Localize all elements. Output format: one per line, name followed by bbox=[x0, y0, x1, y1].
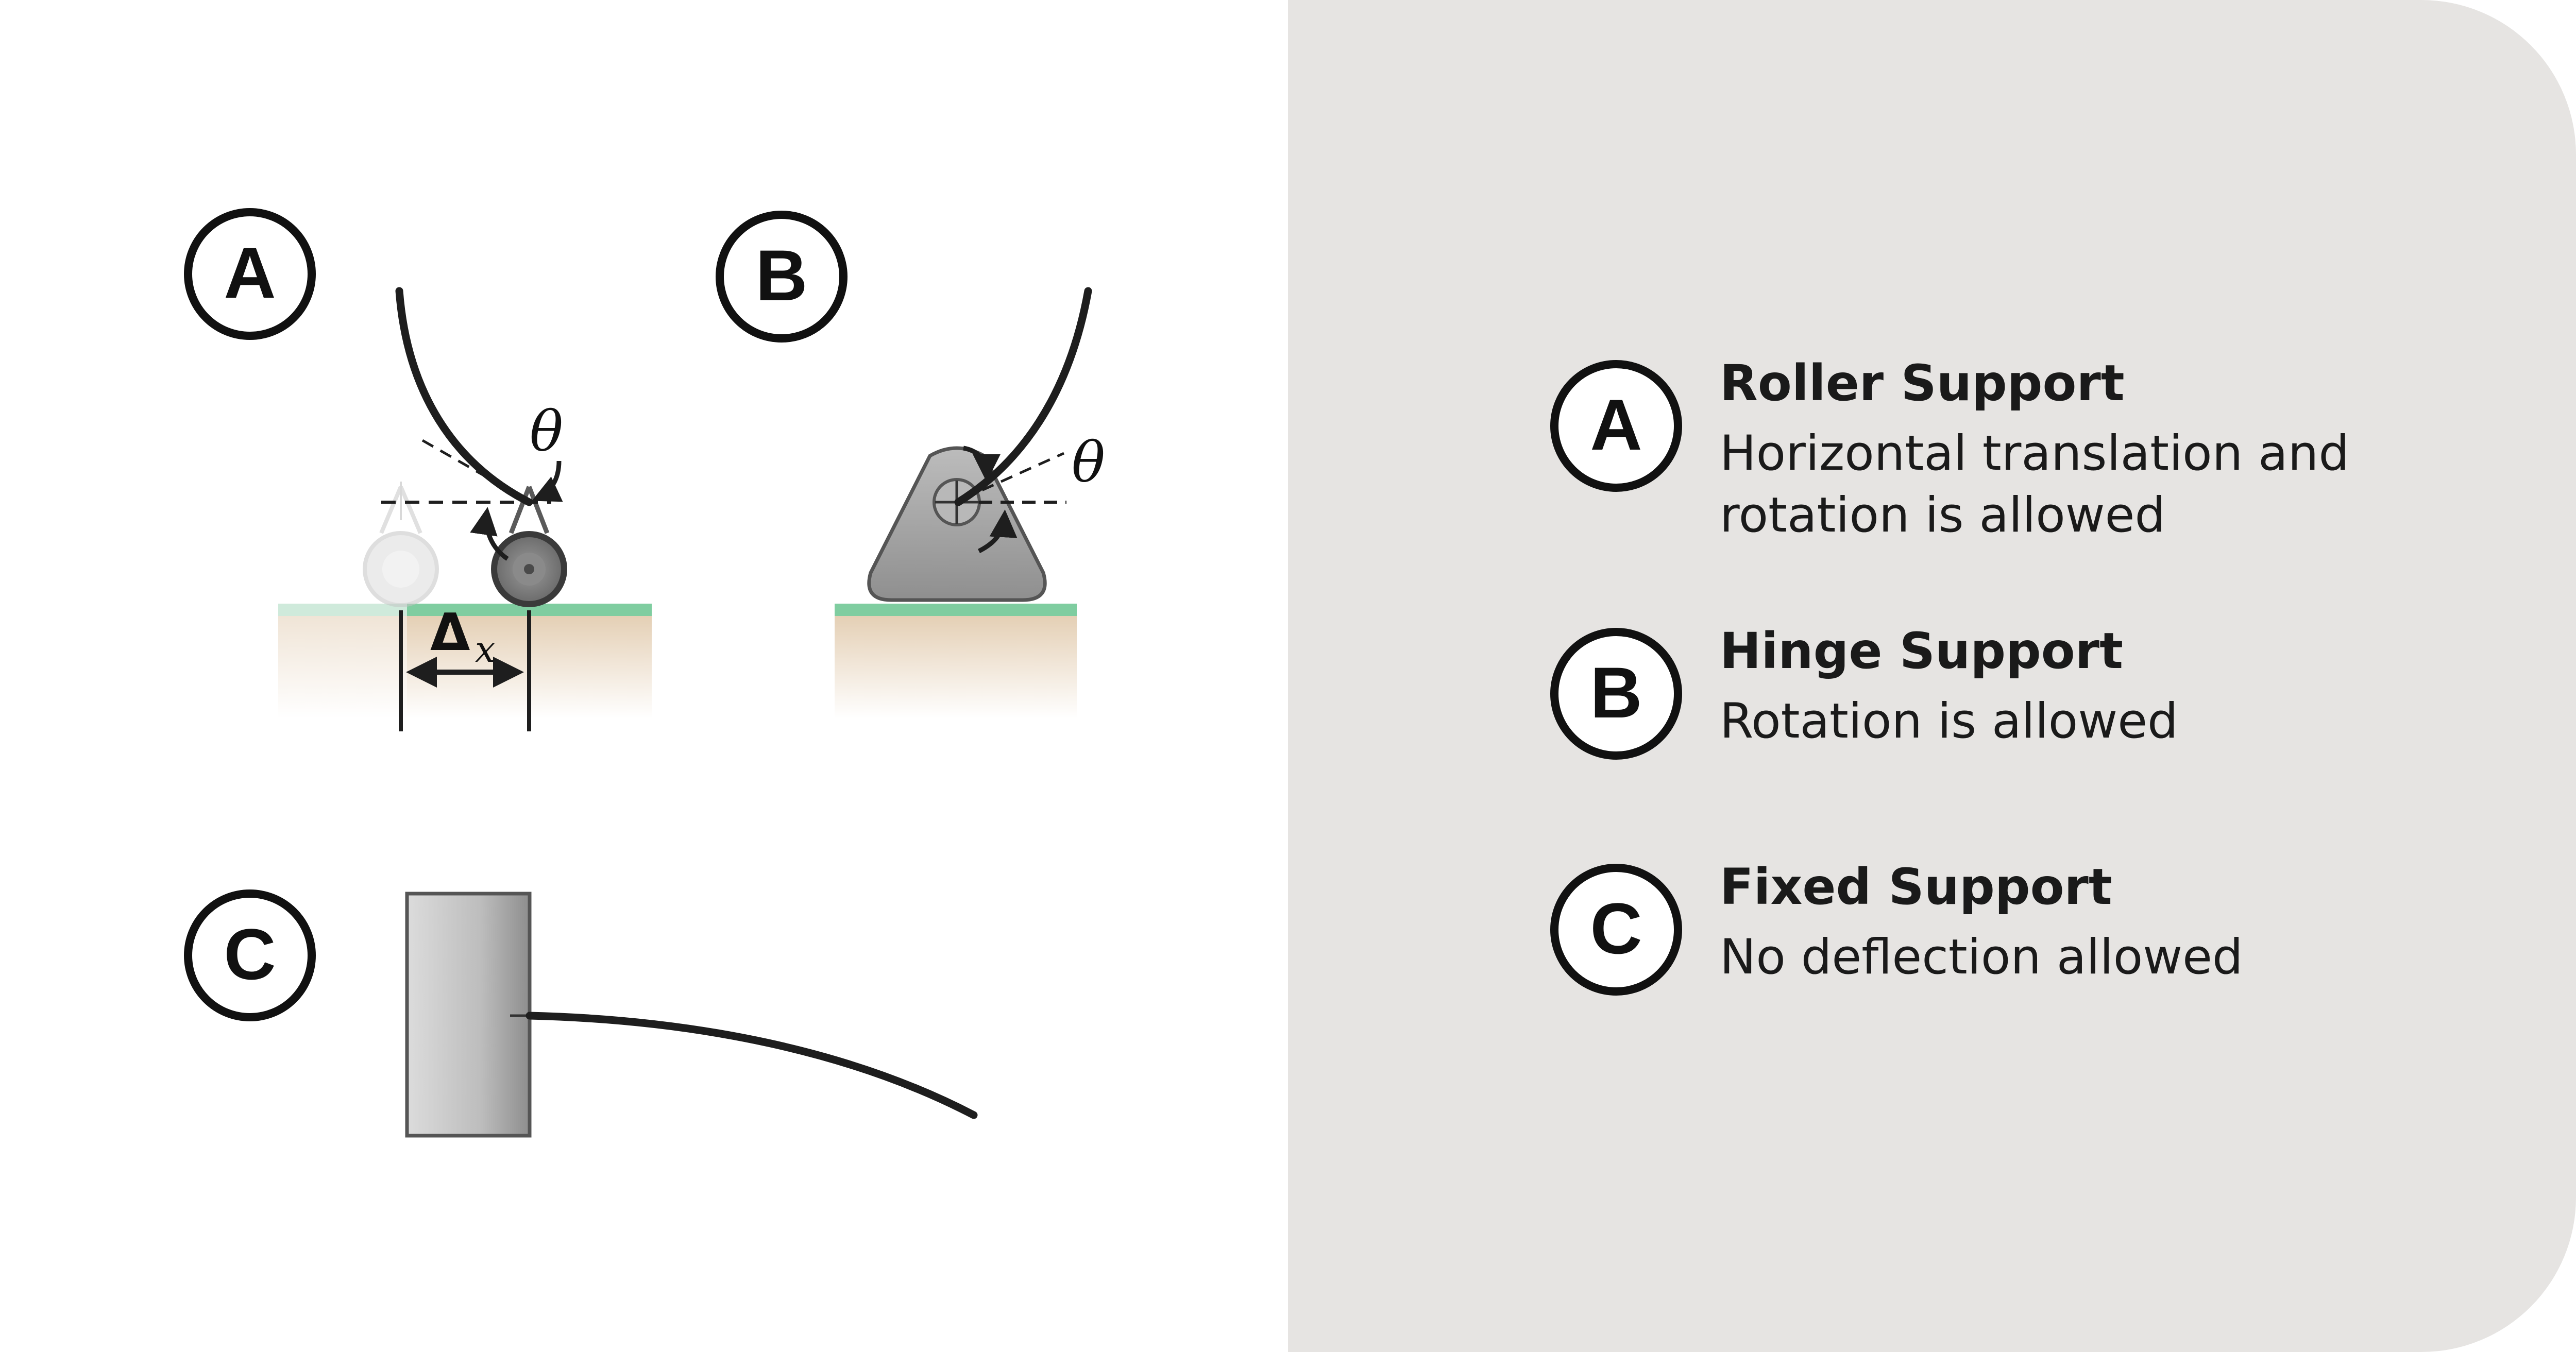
diagram-c-fixed: C bbox=[184, 889, 978, 1138]
legend-a-title: Roller Support bbox=[1720, 354, 2125, 412]
legend-panel bbox=[1288, 0, 2576, 1352]
tangent-line-a bbox=[421, 439, 532, 504]
rotation-arrow-a-upper bbox=[532, 460, 563, 502]
legend: A Roller Support Horizontal translation … bbox=[1550, 354, 2349, 996]
legend-a-desc-line2: rotation is allowed bbox=[1720, 487, 2165, 543]
ground-b-soil bbox=[835, 610, 1077, 718]
tangent-line-b bbox=[962, 452, 1065, 500]
diagram-a-roller: A θ bbox=[184, 208, 652, 731]
legend-b-circle bbox=[1550, 628, 1682, 760]
legend-c-marker: C bbox=[1590, 888, 1642, 969]
legend-b-title: Hinge Support bbox=[1720, 622, 2123, 680]
marker-a-circle bbox=[184, 208, 316, 340]
legend-a-desc-line1: Horizontal translation and bbox=[1720, 425, 2349, 482]
legend-item-roller: A Roller Support Horizontal translation … bbox=[1550, 354, 2349, 543]
marker-b-label: B bbox=[755, 235, 807, 316]
ground-b-surface bbox=[835, 604, 1077, 616]
legend-c-desc-line1: No deflection allowed bbox=[1720, 929, 2243, 985]
legend-a-circle bbox=[1550, 360, 1682, 492]
legend-b-desc-line1: Rotation is allowed bbox=[1720, 693, 2178, 749]
marker-c-circle bbox=[184, 889, 316, 1021]
ghost-roller bbox=[363, 482, 439, 607]
fixed-wall bbox=[405, 892, 532, 1138]
rotation-arrow-b-lower bbox=[977, 509, 1018, 554]
marker-b-circle bbox=[716, 211, 848, 343]
beam-a-curve bbox=[395, 287, 533, 506]
rotation-arrow-b-upper bbox=[963, 446, 1001, 482]
delta-subscript-label: x bbox=[475, 628, 495, 671]
legend-c-title: Fixed Support bbox=[1720, 858, 2112, 916]
diagram-b-hinge: B θ bbox=[716, 211, 1105, 718]
legend-item-hinge: B Hinge Support Rotation is allowed bbox=[1550, 622, 2178, 760]
rotation-arrow-a-lower bbox=[470, 507, 509, 561]
legend-item-fixed: C Fixed Support No deflection allowed bbox=[1550, 858, 2243, 996]
ground-a-surface-faint bbox=[278, 604, 407, 616]
delta-label: Δ bbox=[430, 602, 470, 662]
roller-wheel bbox=[491, 486, 567, 607]
legend-c-circle bbox=[1550, 864, 1682, 996]
beam-b-curve bbox=[954, 287, 1092, 506]
marker-a-label: A bbox=[224, 232, 276, 313]
beam-c-curve bbox=[526, 1012, 978, 1119]
ground-a-soil-faint bbox=[278, 610, 407, 718]
legend-a-marker: A bbox=[1590, 384, 1642, 465]
theta-a-label: θ bbox=[530, 400, 563, 464]
theta-b-label: θ bbox=[1072, 431, 1105, 495]
legend-b-marker: B bbox=[1590, 652, 1642, 733]
marker-c-label: C bbox=[224, 914, 276, 995]
